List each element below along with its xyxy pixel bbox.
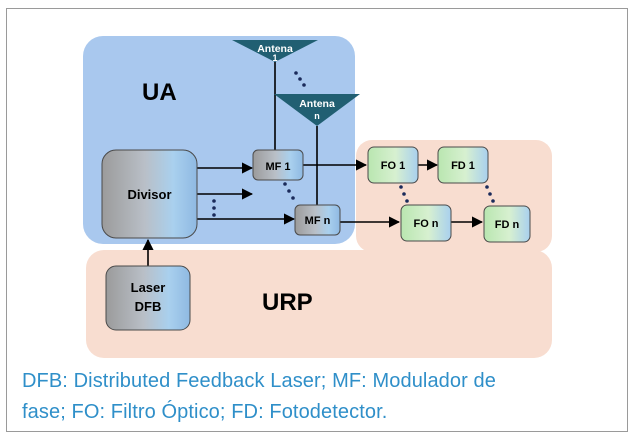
fd-1-label: FD 1 xyxy=(451,160,475,172)
mf-n-label: MF n xyxy=(305,215,331,227)
laser-label-line1: Laser xyxy=(131,280,166,295)
ua-label: UA xyxy=(142,79,177,106)
antenna-1-label-line2: 1 xyxy=(272,53,277,63)
fo-1-block xyxy=(367,146,419,184)
ellipsis-fd xyxy=(485,185,495,203)
urp-label: URP xyxy=(262,289,313,316)
fo-1-label: FO 1 xyxy=(381,160,405,172)
fo-n-label: FO n xyxy=(413,218,438,230)
divisor-label: Divisor xyxy=(127,187,171,202)
figure-caption: DFB: Distributed Feedback Laser; MF: Mod… xyxy=(22,366,622,428)
urp-region xyxy=(86,250,552,358)
mf-1-block xyxy=(252,149,304,181)
ellipsis-mf xyxy=(283,182,295,200)
fo-n-block xyxy=(400,204,452,242)
mf-1-label: MF 1 xyxy=(265,161,290,173)
antenna-1-label-line1: Antena xyxy=(257,43,293,55)
antenna-n-icon xyxy=(274,94,360,126)
divisor-block xyxy=(101,149,198,239)
fd-n-label: FD n xyxy=(495,219,520,231)
laser-dfb-block xyxy=(105,265,191,331)
fd-1-block xyxy=(437,146,489,184)
ellipsis-divisor-outputs xyxy=(212,199,216,217)
antenna-n-label-line2: n xyxy=(314,111,320,121)
ellipsis-antennas xyxy=(294,71,306,87)
laser-label-line2: DFB xyxy=(135,299,162,314)
ellipsis-fo xyxy=(399,185,409,203)
caption-line-2: fase; FO: Filtro Óptico; FD: Fotodetecto… xyxy=(22,401,388,423)
caption-line-1: DFB: Distributed Feedback Laser; MF: Mod… xyxy=(22,370,496,392)
antenna-n-label-line1: Antena xyxy=(299,98,335,110)
mf-n-block xyxy=(294,204,341,236)
antenna-1-icon xyxy=(232,40,318,62)
fd-n-block xyxy=(483,205,531,243)
